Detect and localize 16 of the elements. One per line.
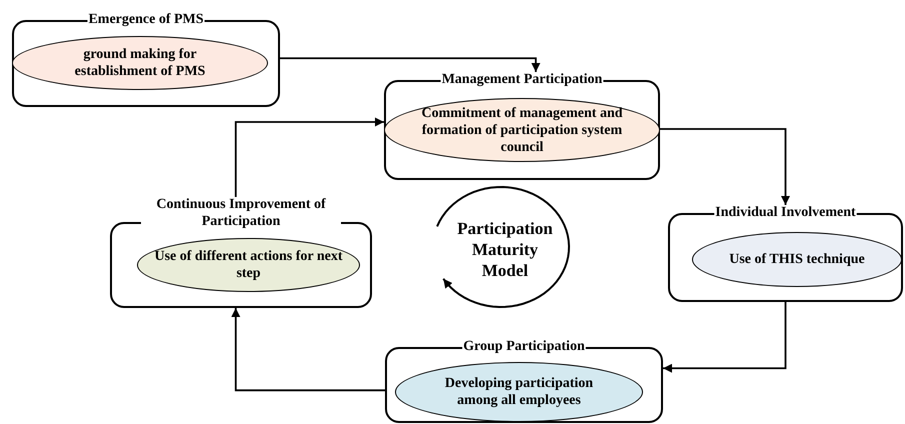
activity-text: Use of different actions for next step <box>154 248 344 282</box>
model-label: Participation Maturity Model <box>448 218 562 284</box>
stage-heading: Management Participation <box>440 71 604 88</box>
arrow <box>280 57 540 72</box>
stage-heading: Continuous Improvement of Participation <box>155 196 327 230</box>
arrow <box>660 128 790 205</box>
stage-heading: Group Participation <box>462 338 586 355</box>
arrow <box>663 302 786 373</box>
activity-text: ground making for establishment of PMS <box>74 46 206 80</box>
stage-heading: Emergence of PMS <box>87 11 205 28</box>
arrow <box>231 308 385 392</box>
stage-heading: Individual Involvement <box>714 204 857 221</box>
activity-text: Use of THIS technique <box>729 251 865 268</box>
activity-text: Developing participation among all employees <box>444 375 594 409</box>
arrow <box>234 118 384 197</box>
activity-text: Commitment of management and formation of participation system council <box>420 104 624 156</box>
